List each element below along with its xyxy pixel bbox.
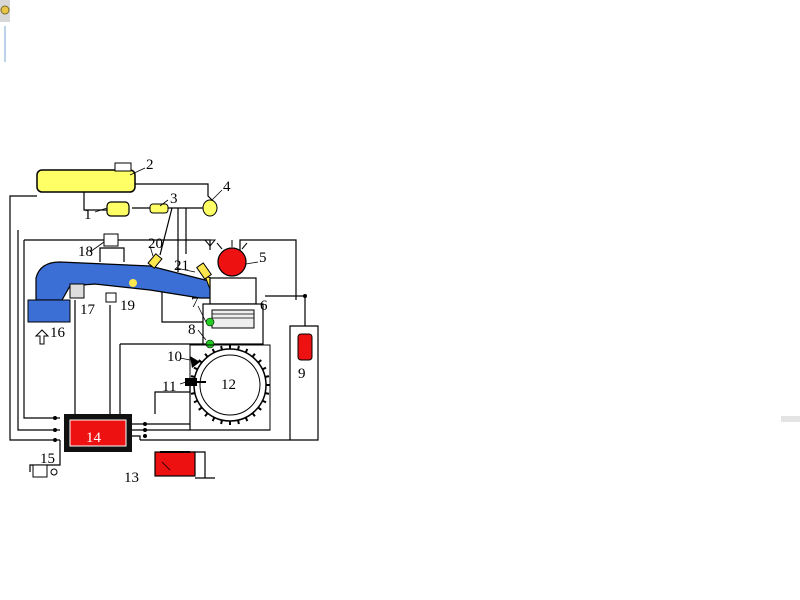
ignition-switch [32, 464, 58, 478]
fuel-tank [36, 162, 136, 193]
gear-tooth [257, 406, 262, 411]
fuel-pump [106, 201, 130, 217]
gear-tooth [264, 392, 270, 395]
flywheel-teeth [190, 345, 270, 425]
part-labels: 1 2 3 4 5 6 7 8 9 10 11 12 13 14 15 16 1… [40, 157, 306, 486]
air-inlet-arrow-icon [34, 329, 50, 345]
label-8: 8 [188, 322, 196, 338]
throttle-position-sensor [105, 292, 117, 303]
scrollbar-fragment [781, 416, 800, 422]
gear-tooth [262, 399, 267, 404]
gear-tooth [244, 348, 249, 353]
fuel-filter [149, 203, 169, 214]
gear-tooth [262, 366, 267, 371]
gear-tooth [251, 412, 256, 417]
fuel-injector [196, 262, 212, 280]
gear-tooth [204, 353, 209, 358]
crank-sensor [185, 378, 206, 386]
label-3: 3 [170, 191, 178, 207]
engine-cylinder [202, 277, 264, 349]
label-12: 12 [221, 377, 236, 393]
label-10: 10 [167, 349, 182, 365]
label-13: 13 [124, 470, 139, 486]
label-14: 14 [86, 430, 102, 446]
label-2: 2 [146, 157, 154, 173]
label-5: 5 [259, 250, 267, 266]
app-corner-icon [0, 0, 10, 64]
distributor [216, 240, 248, 277]
gear-tooth [220, 419, 223, 425]
label-20: 20 [148, 236, 163, 252]
gear-tooth [211, 348, 216, 353]
junction-dots [53, 294, 307, 442]
ignition-coil [297, 333, 313, 361]
gear-tooth [198, 406, 203, 411]
label-15: 15 [40, 451, 55, 467]
label-17: 17 [80, 302, 96, 318]
gear-tooth [198, 359, 203, 364]
label-1: 1 [84, 207, 92, 223]
label-16: 16 [50, 325, 66, 341]
label-19: 19 [120, 298, 135, 314]
label-11: 11 [162, 379, 176, 395]
label-9: 9 [298, 366, 306, 382]
cold-start-injector [147, 253, 163, 269]
gear-tooth [211, 417, 216, 422]
reference-sensor [190, 356, 200, 368]
label-7: 7 [191, 295, 199, 311]
gear-tooth [244, 417, 249, 422]
gear-tooth [264, 375, 270, 378]
gear-tooth [251, 353, 256, 358]
label-4: 4 [223, 179, 231, 195]
idle-control-valve [103, 233, 119, 247]
gear-tooth [220, 345, 223, 351]
air-flow-meter [69, 283, 85, 299]
gear-tooth [193, 366, 198, 371]
gear-tooth [237, 345, 240, 351]
gear-tooth [257, 359, 262, 364]
label-6: 6 [260, 298, 268, 314]
label-18: 18 [78, 244, 93, 260]
battery [154, 451, 196, 477]
ecu-box [64, 414, 132, 452]
gear-tooth [204, 412, 209, 417]
pressure-regulator [202, 199, 218, 247]
gear-tooth [190, 392, 196, 395]
gear-tooth [193, 399, 198, 404]
gear-tooth [190, 375, 196, 378]
label-21: 21 [174, 258, 189, 274]
leader-lines [89, 167, 259, 471]
gear-tooth [237, 419, 240, 425]
